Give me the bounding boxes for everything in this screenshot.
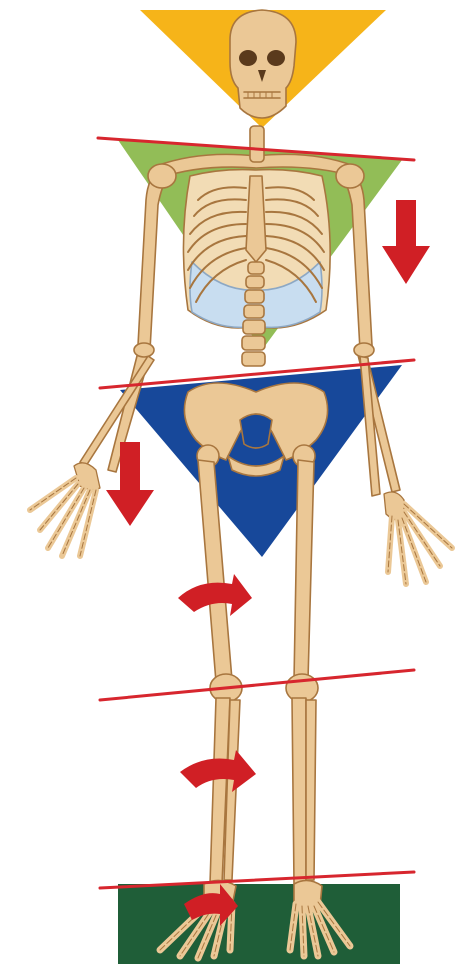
sternum [246, 176, 266, 262]
skull [230, 10, 296, 118]
left-shoulder-joint [148, 164, 176, 188]
right-shoulder-joint [336, 164, 364, 188]
